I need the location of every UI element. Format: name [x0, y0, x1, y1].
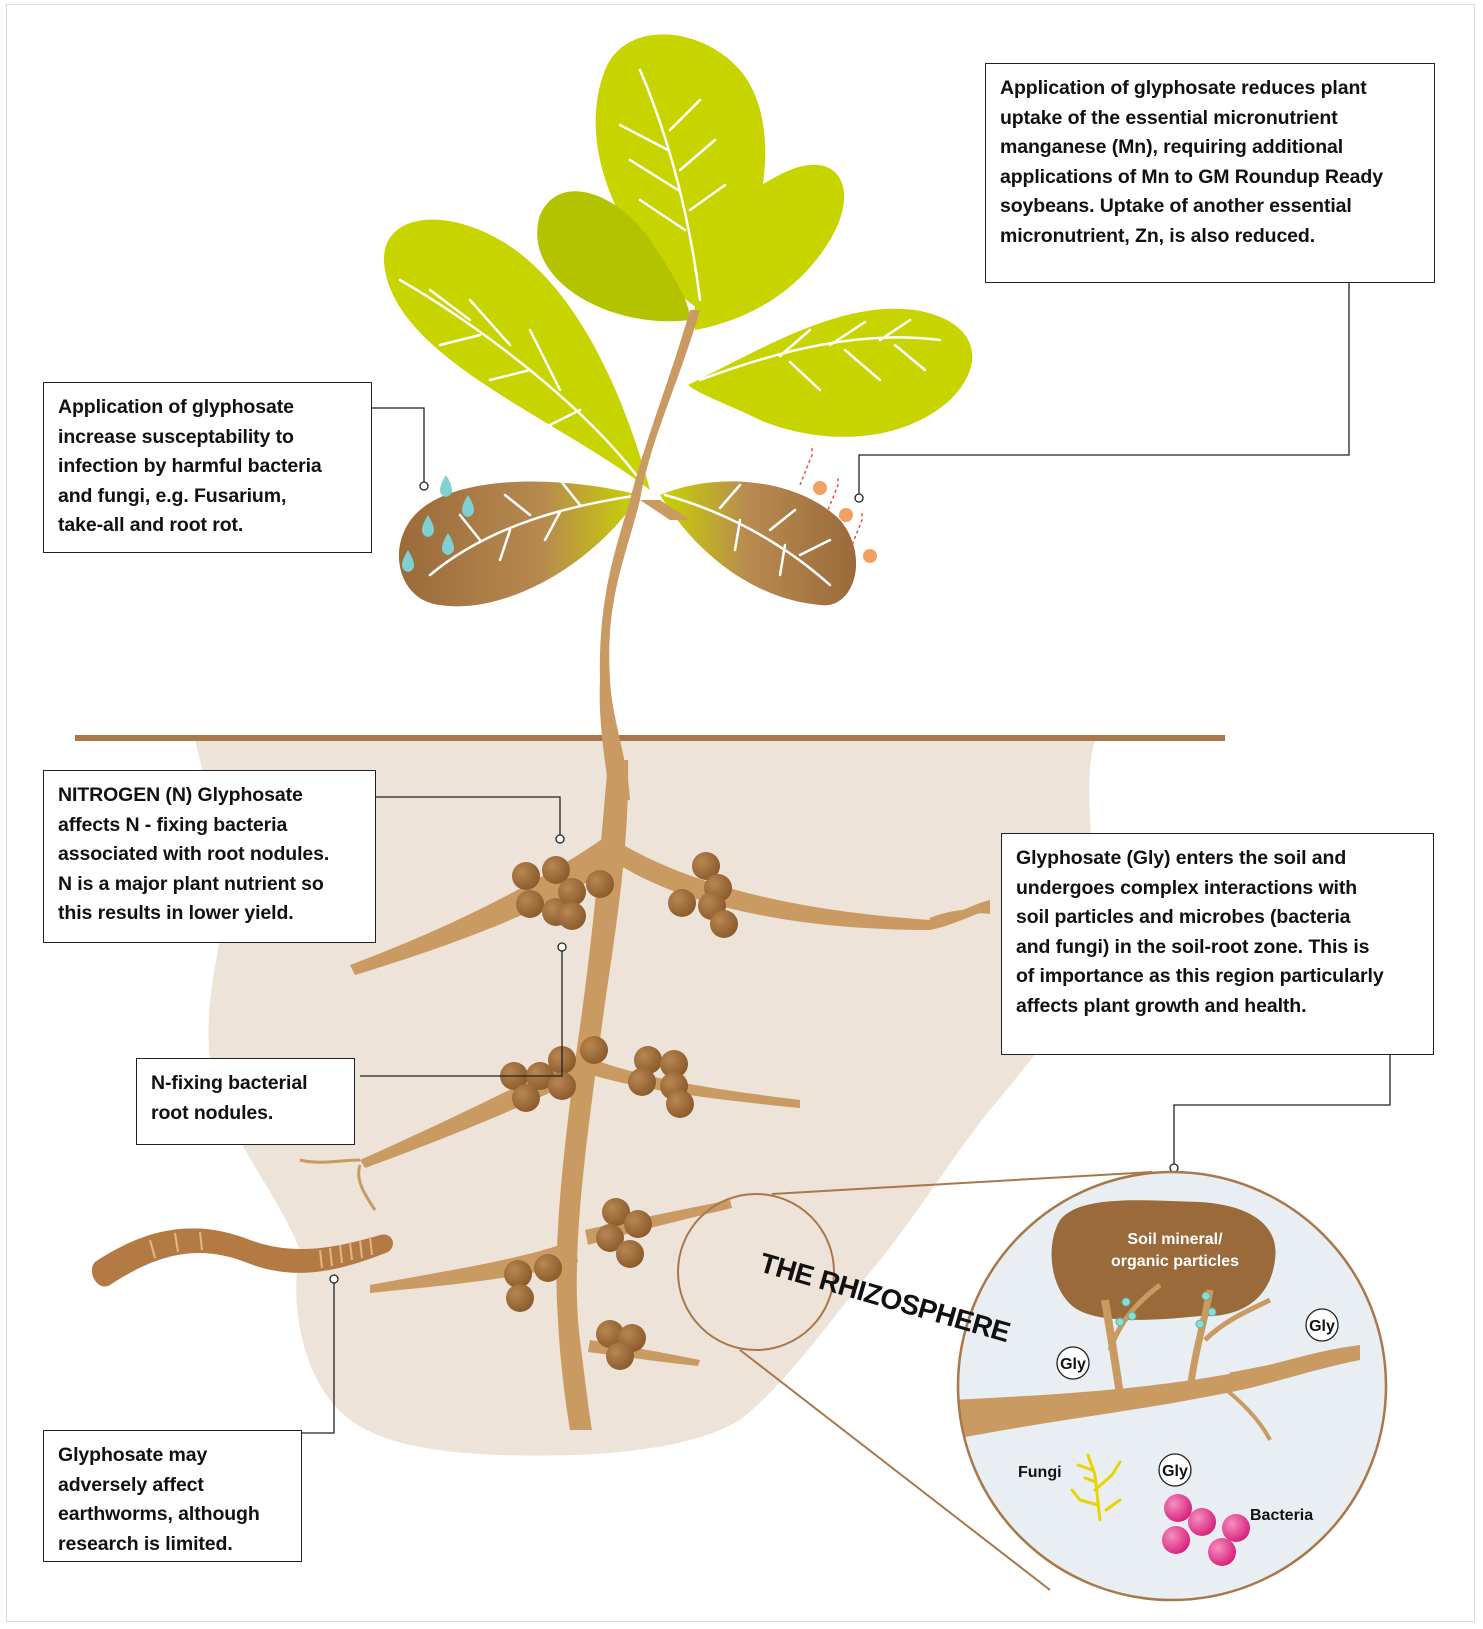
soil-particles-label: Soil mineral/	[1127, 1231, 1223, 1248]
callout-nodules: N-fixing bacterial root nodules.	[136, 1058, 355, 1145]
callout-mn-uptake: Application of glyphosate reduces plant …	[985, 63, 1435, 283]
svg-text:Gly: Gly	[1060, 1356, 1086, 1373]
gly-badge: Gly	[1159, 1454, 1191, 1486]
svg-text:Gly: Gly	[1162, 1463, 1188, 1480]
callout-infection: Application of glyphosate increase susce…	[43, 382, 372, 553]
gly-badge: Gly	[1057, 1347, 1089, 1379]
soil-particles-label: organic particles	[1111, 1253, 1239, 1270]
fungi-label: Fungi	[1018, 1464, 1062, 1481]
plant-stem	[600, 310, 700, 800]
callout-earthworm: Glyphosate may adversely affect earthwor…	[43, 1430, 302, 1562]
callout-soil-interaction: Glyphosate (Gly) enters the soil and und…	[1001, 833, 1434, 1055]
svg-text:Gly: Gly	[1309, 1318, 1335, 1335]
bacteria-label: Bacteria	[1250, 1507, 1313, 1524]
callout-nitrogen: NITROGEN (N) Glyphosate affects N - fixi…	[43, 770, 376, 943]
ground-line	[75, 735, 1225, 741]
gly-badge: Gly	[1306, 1309, 1338, 1341]
